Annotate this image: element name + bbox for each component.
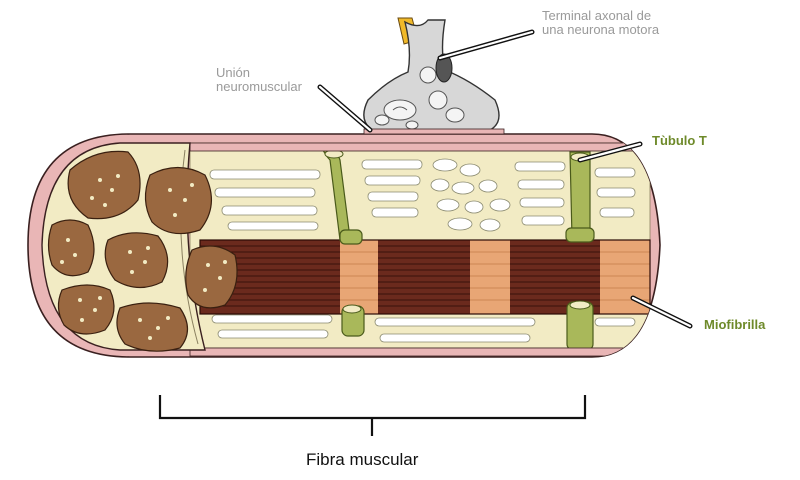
t-tubules [322,149,595,351]
axon-terminal [363,17,505,135]
axon-terminal-label-line2: una neurona motora [542,22,660,38]
neuromuscular-junction-label-line2: neuromuscular [216,79,302,95]
fiber-cross-section [41,142,238,352]
sarcoplasmic-reticulum [209,158,636,232]
myofibril-label: Miofibrilla [704,317,766,332]
axon-terminal-label: Terminal axonal de una neurona motora [542,8,660,38]
fiber-bracket [158,395,587,436]
neuromuscular-junction-label: Unión neuromuscular [216,65,302,95]
i-band [470,240,510,314]
neuromuscular-junction-label-line1: Unión [216,65,250,80]
muscle-fiber-caption: Fibra muscular [306,450,419,469]
myofibril [199,239,651,315]
t-tubule-label: Tùbulo T [652,133,707,148]
i-band [340,240,378,314]
axon-terminal-label-line1: Terminal axonal de [542,8,652,23]
